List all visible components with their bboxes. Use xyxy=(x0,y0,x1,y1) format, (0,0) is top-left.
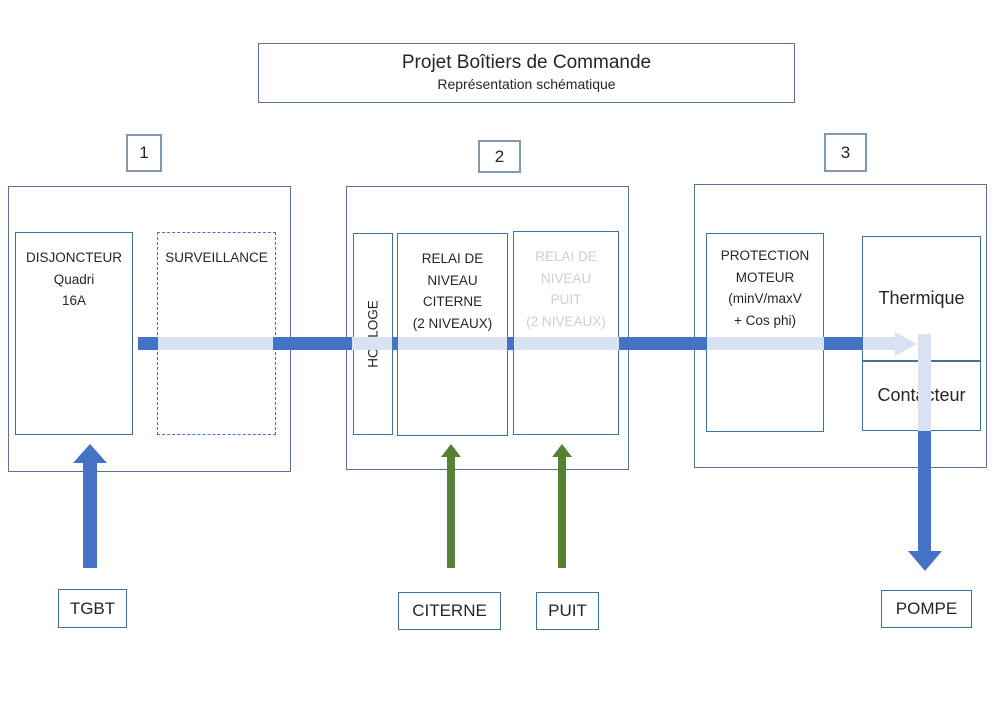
puit-label: PUIT xyxy=(548,601,587,620)
flow-bar-dark-segment xyxy=(619,337,707,350)
horloge-label: HORLOGE xyxy=(365,300,381,368)
pompe-label-box: POMPE xyxy=(881,590,972,628)
relai-puit-line: NIVEAU xyxy=(540,270,592,286)
horloge-box: HORLOGE xyxy=(353,233,393,435)
relai-citerne-line: CITERNE xyxy=(422,294,483,309)
puit-label-box: PUIT xyxy=(536,592,599,630)
disjoncteur-line: Quadri xyxy=(53,271,95,287)
relai-citerne-line: NIVEAU xyxy=(427,272,478,288)
protection-moteur-box: PROTECTION MOTEUR (minV/maxV + Cos phi) xyxy=(706,233,824,432)
pompe-label: POMPE xyxy=(895,599,958,618)
tgbt-label-box: TGBT xyxy=(58,589,127,628)
flow-bar-dark-segment xyxy=(507,337,514,350)
citerne-label-box: CITERNE xyxy=(398,592,501,630)
surveillance-label: SURVEILLANCE xyxy=(165,250,268,265)
disjoncteur-line: 16A xyxy=(61,293,87,308)
thermique-label: Thermique xyxy=(878,287,965,308)
pompe-arrowhead-down-icon xyxy=(908,551,942,571)
disjoncteur-line: DISJONCTEUR xyxy=(25,250,122,265)
flow-arrowhead-right-icon xyxy=(895,332,917,356)
protection-moteur-line: + Cos phi) xyxy=(734,312,796,328)
surveillance-box: SURVEILLANCE xyxy=(157,232,276,435)
relai-puit-line: PUIT xyxy=(550,292,582,307)
diagram-subtitle: Représentation schématique xyxy=(437,76,616,92)
citerne-label: CITERNE xyxy=(412,601,487,620)
puit-arrowhead-up-icon xyxy=(552,444,572,457)
relai-citerne-line: (2 NIVEAUX) xyxy=(412,315,493,331)
title-box: Projet Boîtiers de Commande Représentati… xyxy=(258,43,795,103)
puit-input-arrow-shaft xyxy=(558,456,566,568)
flow-bar-dark-segment xyxy=(824,337,863,350)
tgbt-label: TGBT xyxy=(69,598,116,618)
relai-niveau-puit-box: RELAI DE NIVEAU PUIT (2 NIVEAUX) xyxy=(513,231,619,435)
relai-niveau-citerne-box: RELAI DE NIVEAU CITERNE (2 NIVEAUX) xyxy=(397,233,508,436)
flow-bar-light xyxy=(158,337,895,350)
protection-moteur-line: (minV/maxV xyxy=(728,291,802,306)
section-number-3: 3 xyxy=(824,133,867,172)
citerne-arrowhead-up-icon xyxy=(441,444,461,457)
relai-puit-line: RELAI DE xyxy=(535,249,597,264)
protection-moteur-line: MOTEUR xyxy=(735,269,795,285)
protection-moteur-line: PROTECTION xyxy=(720,248,810,263)
flow-bar-dark-segment xyxy=(392,337,398,350)
citerne-input-arrow-shaft xyxy=(447,456,455,568)
section-number-2: 2 xyxy=(478,140,521,173)
relai-citerne-line: RELAI DE xyxy=(421,251,484,266)
output-bar-light xyxy=(918,334,931,431)
flow-bar-dark-segment xyxy=(138,337,158,350)
tgbt-arrowhead-up-icon xyxy=(73,444,107,463)
disjoncteur-box: DISJONCTEUR Quadri 16A xyxy=(15,232,133,435)
flow-bar-dark-segment xyxy=(273,337,352,350)
diagram-title: Projet Boîtiers de Commande xyxy=(401,52,652,73)
tgbt-input-arrow-shaft xyxy=(83,462,97,568)
relai-puit-line: (2 NIVEAUX) xyxy=(526,313,606,329)
output-bar-dark xyxy=(918,431,931,552)
section-number-1: 1 xyxy=(126,134,162,172)
